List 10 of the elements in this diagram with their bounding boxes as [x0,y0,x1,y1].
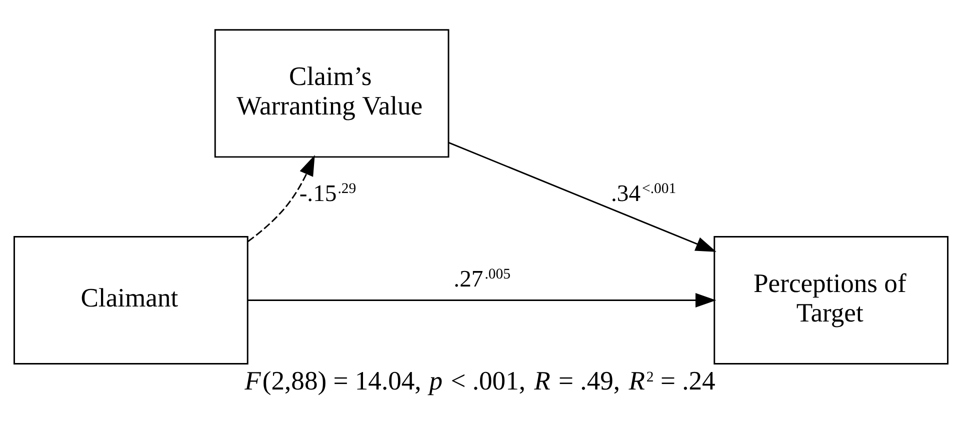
arrow [448,142,716,252]
node-box: Perceptions of Target [714,236,948,364]
edge-label: .34$^{<.001}$ [610,180,676,207]
arrow [248,292,716,308]
node-box: Claimant [14,236,248,364]
arrow [248,155,315,242]
node-box: Claim’s Warranting Value [214,29,450,158]
edge-label: .27$^{.005}$ [454,266,511,293]
edge-label: -.15$^{.29}$ [299,180,356,207]
caption: F(2,88) = 14.04, p < .001, R = .49, R$^{2}$ = .24 [244,365,716,396]
